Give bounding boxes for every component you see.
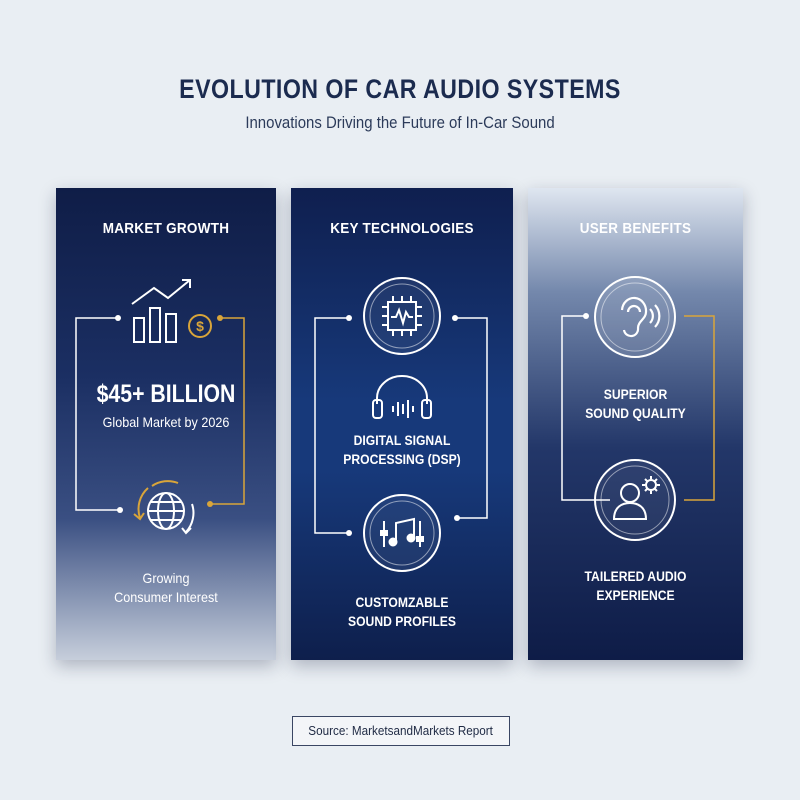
- source-text: Source: MarketsandMarkets Report: [308, 723, 494, 738]
- growth-footer-line2: Consumer Interest: [114, 589, 218, 605]
- market-growth-connectors: [75, 315, 245, 513]
- page-title: EVOLUTION OF CAR AUDIO SYSTEMS: [179, 74, 621, 104]
- user-benefits-connectors: [561, 313, 715, 501]
- user-gear-icon: [594, 459, 676, 541]
- quality-label-line1: SUPERIOR: [603, 387, 668, 402]
- growth-chart-icon: $: [131, 279, 212, 343]
- market-size-value: $45+ BILLION: [96, 380, 236, 408]
- growth-footer-line1: Growing: [142, 570, 190, 586]
- profiles-label-line1: CUSTOMZABLE: [355, 595, 449, 610]
- page-subtitle: Innovations Driving the Future of In-Car…: [245, 113, 555, 132]
- source-citation: Source: MarketsandMarkets Report: [292, 716, 510, 746]
- quality-label-line2: SOUND QUALITY: [585, 406, 686, 421]
- headphones-icon: [372, 375, 432, 419]
- globe-cycle-icon: [133, 480, 195, 535]
- dsp-label-line1: DIGITAL SIGNAL: [353, 433, 451, 448]
- user-benefits-panel: USER BENEFITS SUPERIOR SOUND QUALITY TAI…: [528, 188, 743, 660]
- chip-waveform-icon: [363, 277, 441, 355]
- panel-heading: MARKET GROWTH: [102, 220, 230, 237]
- tailored-label-line1: TAILERED AUDIO: [584, 569, 687, 584]
- music-equalizer-icon: [363, 494, 441, 572]
- market-size-caption: Global Market by 2026: [102, 414, 230, 430]
- panel-heading: USER BENEFITS: [579, 220, 692, 237]
- ear-icon: [594, 276, 676, 358]
- dsp-label-line2: PROCESSING (DSP): [343, 452, 461, 467]
- market-growth-panel: MARKET GROWTH $ $45+ BILLION Global Mark…: [56, 188, 276, 660]
- tailored-label-line2: EXPERIENCE: [596, 588, 675, 603]
- profiles-label-line2: SOUND PROFILES: [347, 614, 456, 629]
- svg-text:$: $: [196, 318, 204, 334]
- panel-heading: KEY TECHNOLOGIES: [330, 220, 474, 237]
- key-technologies-panel: KEY TECHNOLOGIES DIGITAL SIGNAL PROCESSI…: [291, 188, 513, 660]
- key-technologies-connectors: [314, 315, 488, 536]
